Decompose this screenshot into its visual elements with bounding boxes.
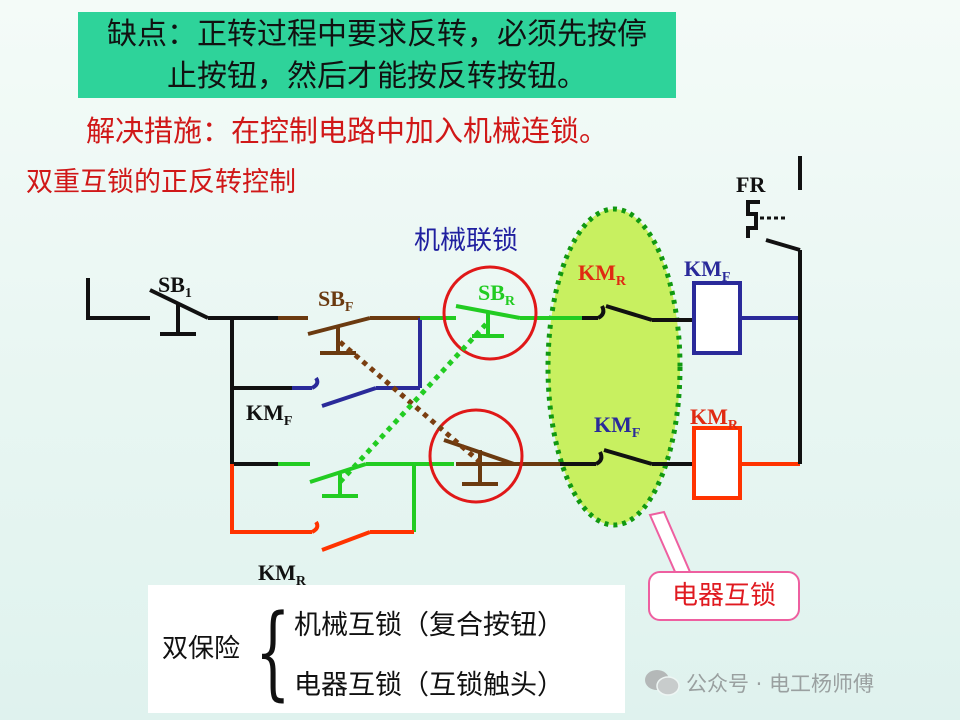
protection-item-mechanical: 机械互锁（复合按钮） (294, 610, 564, 641)
wechat-icon (645, 670, 680, 696)
kmr-coil (692, 426, 742, 500)
kmf-contact-label: KMF (594, 412, 640, 441)
watermark: 公众号 · 电工杨师傅 (686, 672, 875, 696)
note-line-2: 止按钮，然后才能按反转按钮。 (167, 59, 587, 94)
electrical-interlock-ellipse (545, 206, 683, 528)
kmf-coil-label: KMF (684, 256, 730, 285)
sb1-stop-button (86, 278, 232, 336)
sbf-label: SBF (318, 286, 353, 315)
double-protection-panel (148, 585, 625, 713)
note-line-1: 缺点：正转过程中要求反转，必须先按停 (107, 17, 647, 52)
kmr-aux-label: KMR (258, 560, 307, 589)
curly-brace: { (255, 593, 291, 712)
double-protection-label: 双保险 (162, 634, 241, 664)
kmr-aux-contact (230, 464, 414, 552)
sb1-label: SB1 (158, 272, 192, 301)
sbr-highlight-circle (442, 265, 538, 361)
fr-label: FR (736, 172, 766, 197)
kmr-nc-contact (582, 304, 694, 322)
sbr-label: SBR (478, 280, 516, 309)
kmr-contact-label: KMR (578, 260, 627, 289)
electrical-interlock-callout: 电器互锁 (648, 571, 800, 621)
mechanical-interlock-label: 机械联锁 (414, 226, 519, 256)
solution-text: 解决措施：在控制电路中加入机械连锁。 (86, 114, 609, 148)
kmf-nc-contact (560, 448, 694, 466)
section-title: 双重互锁的正反转控制 (26, 167, 296, 198)
kmr-coil-label: KMR (690, 404, 739, 433)
sbr-bottom-no (278, 462, 454, 532)
kmf-coil (692, 281, 742, 355)
mech-link-green (338, 320, 490, 484)
kmf-aux-contact (292, 318, 422, 408)
protection-item-electrical: 电器互锁（互锁触头） (294, 670, 564, 701)
kmf-aux-label: KMF (246, 400, 292, 429)
sbf-highlight-circle (428, 408, 524, 504)
left-bus (230, 316, 292, 466)
mech-link-brown (338, 340, 482, 464)
right-bus-fr (746, 156, 802, 464)
callout-pointer (648, 510, 692, 576)
disadvantage-note: 缺点：正转过程中要求反转，必须先按停 止按钮，然后才能按反转按钮。 (78, 12, 676, 98)
